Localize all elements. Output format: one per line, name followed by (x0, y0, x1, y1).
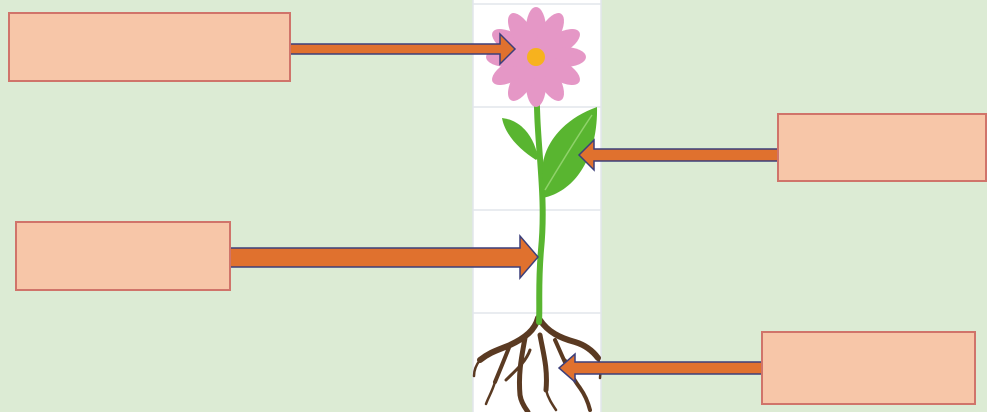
root-label-box[interactable] (761, 331, 976, 405)
arrow-to-stem (228, 236, 538, 278)
stem-label-box[interactable] (15, 221, 231, 291)
arrow-to-roots (559, 354, 770, 382)
stem-icon (537, 80, 543, 322)
arrow-to-flower (283, 34, 515, 64)
arrow-to-leaf (579, 140, 800, 170)
leaf-label-box[interactable] (777, 113, 987, 182)
flower-label-box[interactable] (8, 12, 291, 82)
